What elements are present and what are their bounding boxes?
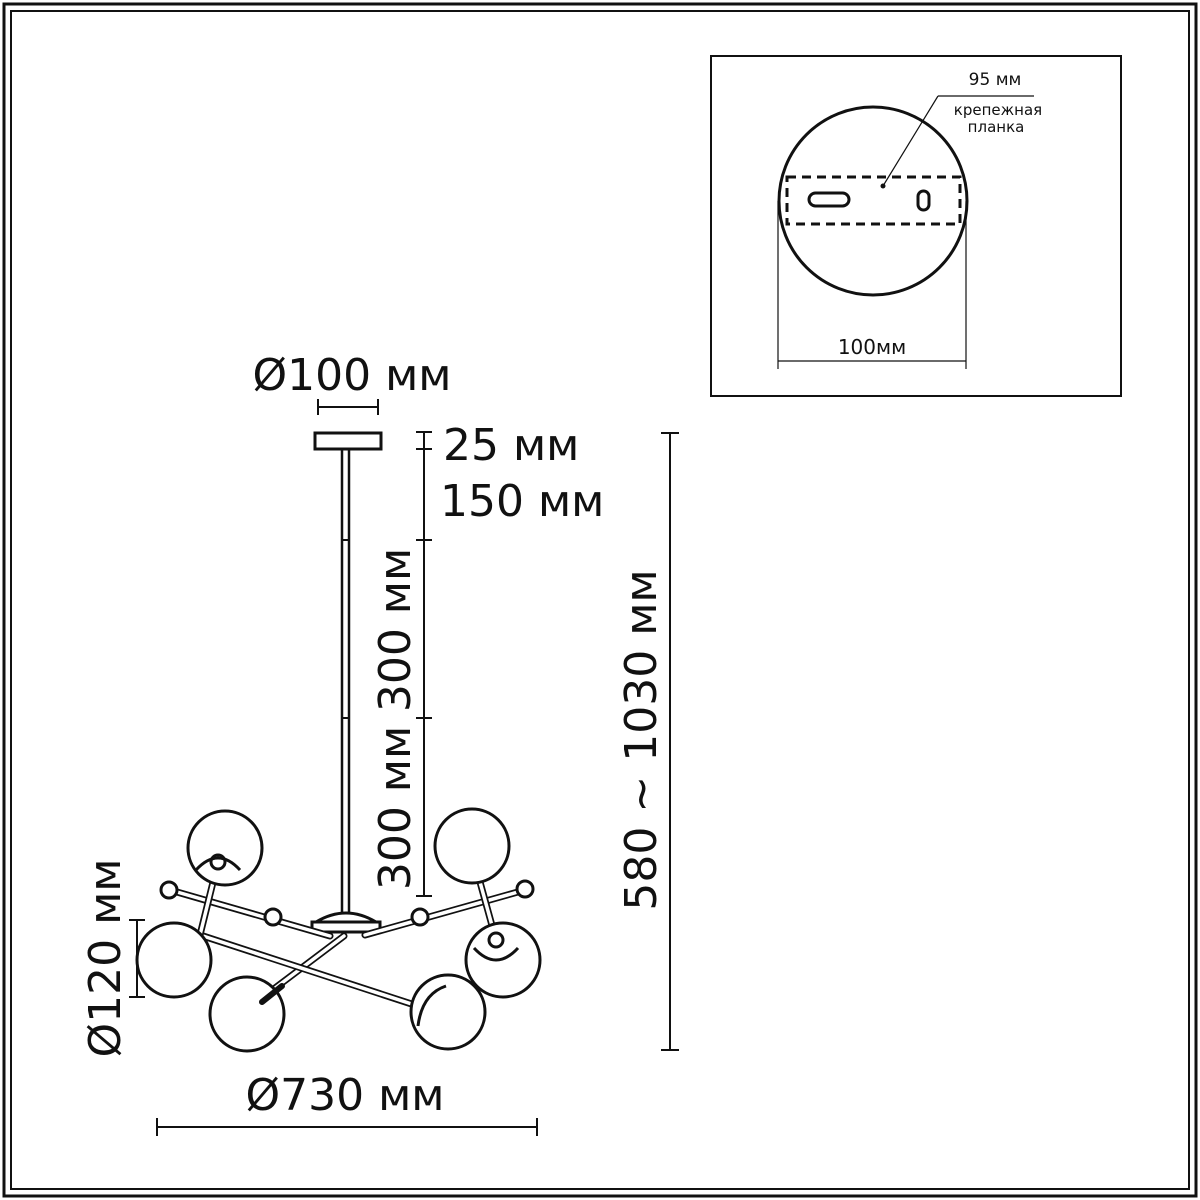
- globe-shade-bottom-left: [208, 975, 286, 1053]
- finial-ball-inner-right: [410, 907, 430, 927]
- canopy-circle: [777, 105, 969, 297]
- ceiling-canopy: [313, 431, 383, 451]
- socket-cup-top-left: [194, 856, 242, 872]
- finial-ball-inner-left: [263, 907, 283, 927]
- plate-name-line1: крепежная: [954, 101, 1042, 119]
- top-rod-label: 150 мм: [440, 476, 604, 527]
- globe-shade-bottom-right: [409, 973, 487, 1051]
- mounting-plate-outline: [785, 175, 962, 226]
- canopy-width-label: 100мм: [838, 335, 906, 359]
- canopy-diameter-label: Ø100 мм: [253, 350, 452, 401]
- plate-width-label: 95 мм: [969, 70, 1022, 90]
- chandelier: [135, 431, 542, 1053]
- globe-shade-mid-left: [135, 921, 213, 999]
- central-hub-body: [310, 920, 382, 934]
- finial-ball-right: [515, 879, 535, 899]
- plate-name-line2: планка: [968, 118, 1025, 136]
- globe-shade-top-right: [433, 807, 511, 885]
- lamp-socket-top-left: [209, 853, 227, 871]
- leader-line: [882, 95, 939, 187]
- finial-ball-left: [159, 880, 179, 900]
- plate-slot-horizontal: [807, 191, 851, 208]
- total-height-label: 580 ~ 1030 мм: [616, 569, 667, 910]
- rod-segment-2-label: 300 мм: [370, 726, 421, 890]
- shade-diameter-label: Ø120 мм: [80, 859, 131, 1058]
- suspension-rod: [340, 447, 351, 918]
- socket-cup-bottom-right: [416, 984, 447, 1027]
- overall-diameter-label: Ø730 мм: [246, 1070, 445, 1121]
- lamp-socket-mid-right: [487, 931, 505, 949]
- plate-slot-vertical: [916, 189, 931, 212]
- rod-segment-1-label: 300 мм: [370, 548, 421, 712]
- globe-shade-top-left: [186, 809, 264, 887]
- dimensions: Ø100 мм 25 мм 150 мм 300 мм 300 мм 580 ~…: [80, 350, 679, 1136]
- inset-frame: [710, 55, 1122, 397]
- mounting-detail-inset: 95 мм крепежная планка 100мм: [710, 55, 1122, 397]
- socket-cup-mid-right: [472, 946, 520, 962]
- inner-frame: [10, 10, 1190, 1190]
- canopy-height-label: 25 мм: [443, 420, 579, 471]
